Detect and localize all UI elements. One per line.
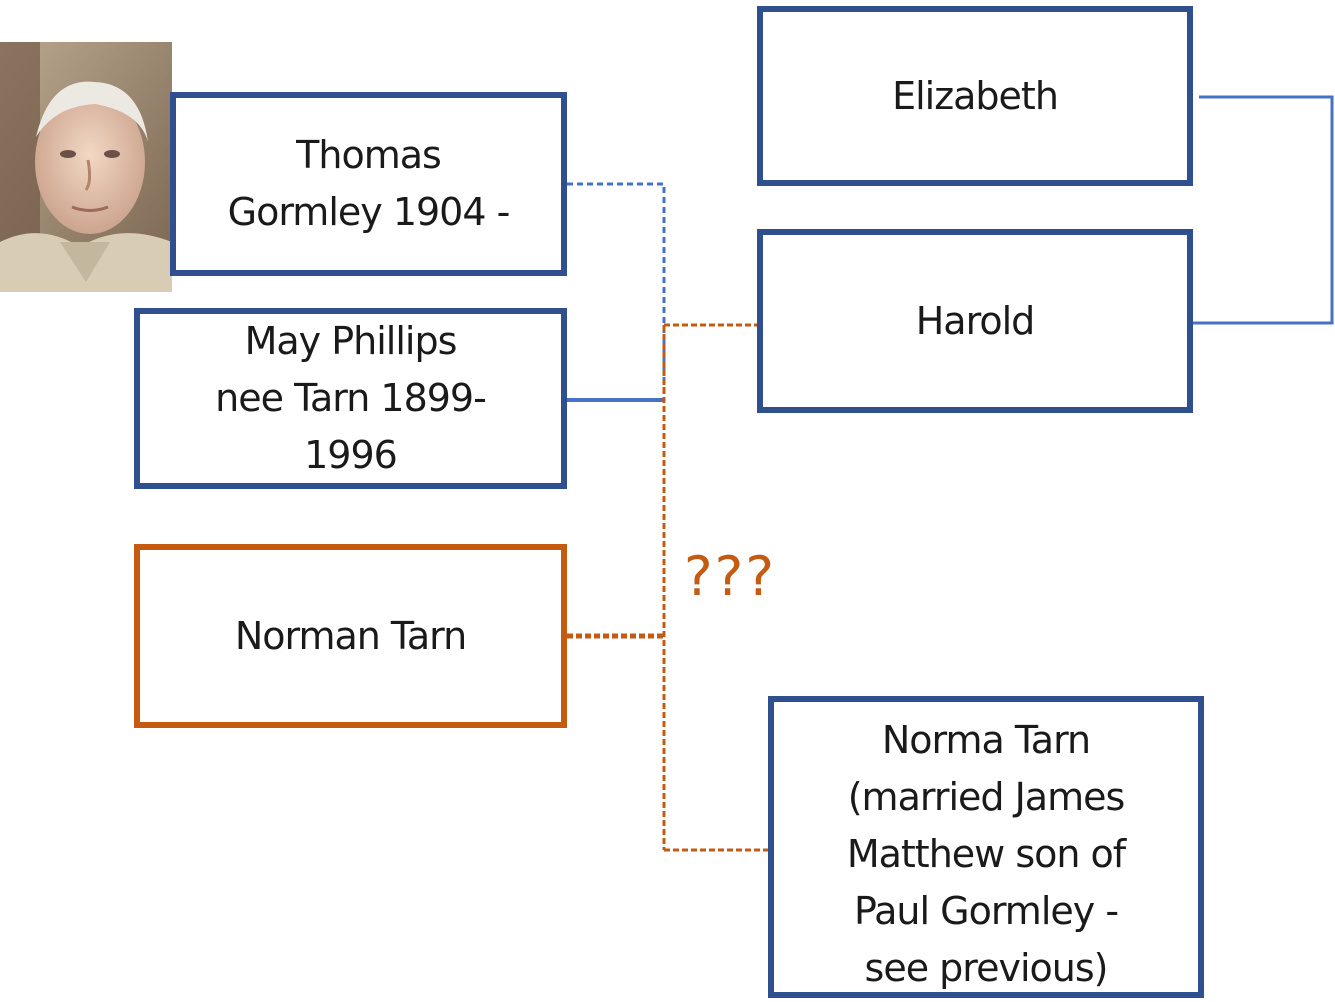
unknown-relation-annotation: ??? [684, 545, 776, 608]
person-box-norma-tarn: Norma Tarn (married James Matthew son of… [768, 696, 1204, 998]
sibling-bracket-connector [1193, 95, 1334, 325]
person-box-thomas-gormley: Thomas Gormley 1904 - [170, 92, 567, 276]
person-box-may-phillips: May Phillips nee Tarn 1899- 1996 [134, 308, 567, 489]
person-box-harold: Harold [757, 229, 1193, 413]
portrait-photo-icon [0, 42, 172, 292]
person-label: Harold [915, 298, 1036, 343]
thomas-connector [567, 182, 666, 400]
person-box-elizabeth: Elizabeth [757, 6, 1193, 186]
person-label: Norma Tarn (married James Matthew son of… [846, 718, 1126, 990]
person-box-norman-tarn: Norman Tarn [134, 544, 567, 728]
person-label: Norman Tarn [234, 613, 467, 658]
person-label: Thomas Gormley 1904 - [227, 133, 511, 234]
person-label: May Phillips nee Tarn 1899- 1996 [215, 319, 487, 477]
person-label: Elizabeth [892, 73, 1059, 118]
